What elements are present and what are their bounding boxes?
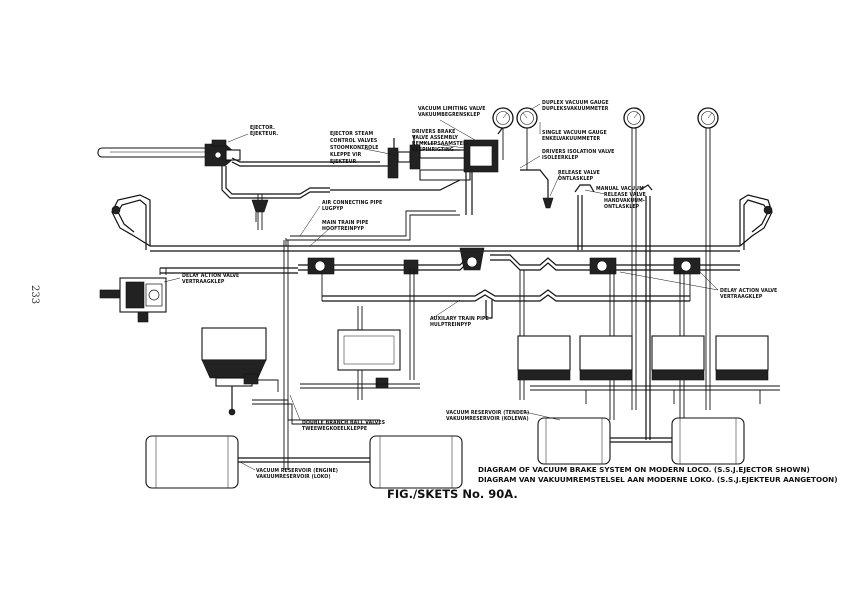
label-duplex-vacuum-gauge: DUPLEX VACUUM GAUGE DUPLEKSVAKUUMMETER [542,100,609,112]
svg-text:VAKUUMRESERVOIR (LOKO): VAKUUMRESERVOIR (LOKO) [256,474,331,480]
svg-text:MANUAL VACUUM: MANUAL VACUUM [596,186,644,192]
svg-text:VERTRAAGKLEP: VERTRAAGKLEP [720,294,763,300]
duplex-vacuum-gauge-icon [492,107,538,170]
engine-brake-cylinder-right [252,329,420,425]
single-vacuum-gauge-icon [623,107,719,410]
svg-text:ENKELVAKUUMMETER: ENKELVAKUUMMETER [542,136,600,142]
caption: DIAGRAM OF VACUUM BRAKE SYSTEM ON MODERN… [478,465,837,484]
label-ejector-steam-control: EJECTOR STEAM CONTROL VALVES STOOMKONTRO… [330,131,379,165]
label-release-valve: RELEASE VALVE ONTLASKLEP [558,170,600,182]
svg-text:VAKUUMRESERVOIR (KOLEWA): VAKUUMRESERVOIR (KOLEWA) [446,416,529,422]
svg-text:DOUBLE BRANCH BALL VALVES: DOUBLE BRANCH BALL VALVES [302,420,386,426]
svg-text:KLEPINRIGTING: KLEPINRIGTING [412,147,454,153]
svg-text:AUXILARY TRAIN PIPE: AUXILARY TRAIN PIPE [430,316,489,322]
release-valve [520,169,554,209]
svg-text:DRIVERS ISOLATION VALVE: DRIVERS ISOLATION VALVE [542,149,614,155]
svg-text:VAKUUMBEGRENSKLEP: VAKUUMBEGRENSKLEP [418,112,481,118]
figure-label: FIG./SKETS No. 90A. [387,487,518,501]
svg-text:STOOMKONTROLE: STOOMKONTROLE [330,145,379,151]
label-auxiliary-train-pipe: AUXILARY TRAIN PIPE HULPTREINPYP [430,316,489,328]
svg-text:HOOFTREINPYP: HOOFTREINPYP [322,226,365,232]
label-vacuum-reservoir-tender: VACUUM RESERVOIR (TENDER) VAKUUMRESERVOI… [446,410,529,422]
ejector-assembly [97,139,241,167]
svg-text:EJEKTEUR: EJEKTEUR [330,159,357,165]
label-ejector: EJECTOR. EJEKTEUR. [250,125,278,137]
vacuum-reservoir-engine-left [145,435,239,489]
svg-text:DUPLEX VACUUM GAUGE: DUPLEX VACUUM GAUGE [542,100,609,106]
label-manual-release-valve: MANUAL VACUUM RELEASE VALVE HANDVAKUUM- … [596,186,646,210]
drivers-brake-valve-assembly [440,114,513,215]
svg-text:HANDVAKUUM-: HANDVAKUUM- [604,198,645,204]
svg-text:DUPLEKSVAKUUMMETER: DUPLEKSVAKUUMMETER [542,106,609,112]
label-main-train-pipe: MAIN TRAIN PIPE HOOFTREINPYP [322,220,368,232]
svg-text:ONTLASKLEP: ONTLASKLEP [558,176,594,182]
svg-text:AIR CONNECTING PIPE: AIR CONNECTING PIPE [322,200,382,206]
caption-afrikaans: DIAGRAM VAN VAKUUMREMSTELSEL AAN MODERNE… [478,475,837,484]
svg-text:EJECTOR.: EJECTOR. [250,125,275,131]
page-number: 233 [29,285,40,304]
svg-text:VACUUM RESERVOIR (ENGINE): VACUUM RESERVOIR (ENGINE) [256,468,338,474]
caption-english: DIAGRAM OF VACUUM BRAKE SYSTEM ON MODERN… [478,465,810,474]
train-pipe-secondary [160,254,740,274]
main-train-pipe [111,194,773,252]
svg-text:VACUUM LIMITING VALVE: VACUUM LIMITING VALVE [418,106,486,112]
tender-brake-cylinders [517,335,780,404]
label-drivers-isolation-valve: DRIVERS ISOLATION VALVE ISOLEERKLEP [542,149,614,161]
vacuum-reservoir-engine-right [369,435,463,489]
label-delay-action-valve-right: DELAY ACTION VALVE VERTRAAGKLEP [720,288,777,300]
svg-text:DELAY ACTION VALVE: DELAY ACTION VALVE [182,273,239,279]
label-air-connecting-pipe: AIR CONNECTING PIPE LUGPYP [322,200,382,212]
svg-text:VACUUM RESERVOIR (TENDER): VACUUM RESERVOIR (TENDER) [446,410,529,416]
svg-text:ONTLASKLEP: ONTLASKLEP [604,204,640,210]
svg-text:RELEASE VALVE: RELEASE VALVE [604,192,646,198]
svg-text:SINGLE VACUUM GAUGE: SINGLE VACUUM GAUGE [542,130,607,136]
svg-text:TWEEWEGKOEELKLEPPE: TWEEWEGKOEELKLEPPE [302,426,367,432]
manual-release-valve [574,184,653,440]
label-vacuum-limiting-valve: VACUUM LIMITING VALVE VAKUUMBEGRENSKLEP [418,106,486,118]
svg-text:EJEKTEUR.: EJEKTEUR. [250,131,278,137]
label-drivers-brake-valve: DRIVERS BRAKE VALVE ASSEMBLY REMKLEPSAAM… [412,129,468,153]
svg-text:DRIVERS BRAKE: DRIVERS BRAKE [412,129,455,135]
vacuum-reservoir-tender-left [537,417,611,465]
svg-text:LUGPYP: LUGPYP [322,206,344,212]
svg-text:EJECTOR STEAM: EJECTOR STEAM [330,131,373,137]
svg-text:KLEPPE VIR: KLEPPE VIR [330,152,362,158]
svg-text:HULPTREINPYP: HULPTREINPYP [430,322,472,328]
ejector-steam-control-valves [330,135,471,191]
engine-brake-cylinder-left [201,327,279,416]
leader-lines [163,103,719,471]
label-vacuum-reservoir-engine: VACUUM RESERVOIR (ENGINE) VAKUUMRESERVOI… [256,468,338,480]
label-single-vacuum-gauge: SINGLE VACUUM GAUGE ENKELVAKUUMMETER [542,130,607,142]
svg-text:VALVE ASSEMBLY: VALVE ASSEMBLY [412,135,459,141]
delay-action-valve-detail [99,268,167,323]
delay-action-valve-left [307,257,419,275]
label-double-branch-ball-valves: DOUBLE BRANCH BALL VALVES TWEEWEGKOEELKL… [302,420,386,432]
central-junction-valve [459,247,485,271]
delay-action-valve-right [589,257,701,275]
svg-text:RELEASE VALVE: RELEASE VALVE [558,170,600,176]
svg-text:REMKLEPSAAMSTEL-: REMKLEPSAAMSTEL- [412,141,468,147]
svg-text:VERTRAAGKLEP: VERTRAAGKLEP [182,279,225,285]
svg-text:CONTROL VALVES: CONTROL VALVES [330,138,378,144]
svg-text:MAIN TRAIN PIPE: MAIN TRAIN PIPE [322,220,368,226]
svg-text:ISOLEERKLEP: ISOLEERKLEP [542,155,579,161]
svg-text:DELAY ACTION VALVE: DELAY ACTION VALVE [720,288,777,294]
auxiliary-train-pipe [321,268,691,319]
label-delay-action-valve-left: DELAY ACTION VALVE VERTRAAGKLEP [182,273,239,285]
vacuum-reservoir-tender-right [671,417,745,465]
